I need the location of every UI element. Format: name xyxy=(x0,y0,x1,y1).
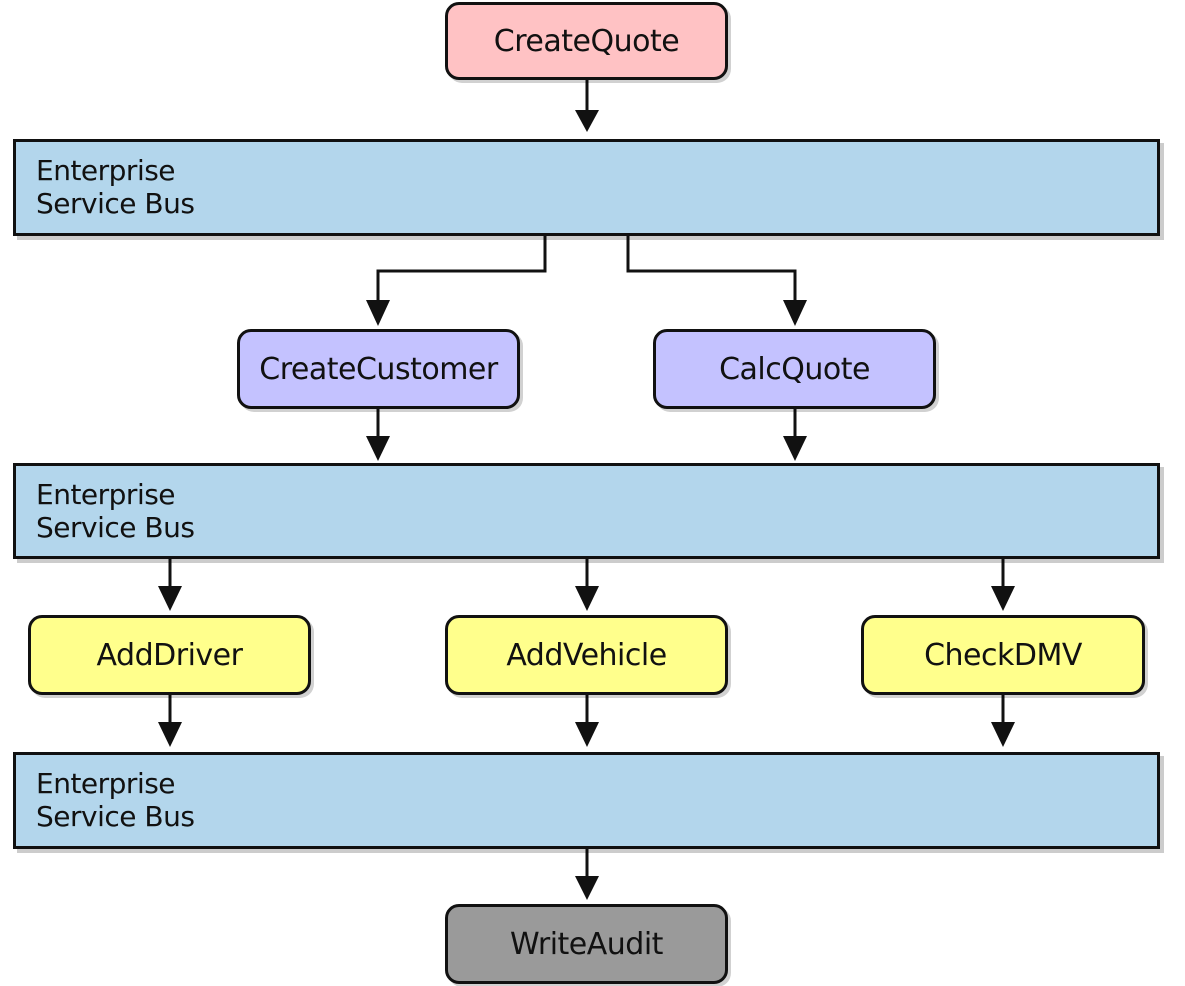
bus-1-label: Enterprise Service Bus xyxy=(36,154,195,220)
arrowhead-icon xyxy=(783,436,807,461)
enterprise-service-bus-3: Enterprise Service Bus xyxy=(13,752,1160,849)
bus-2-label: Enterprise Service Bus xyxy=(36,478,195,544)
arrowhead-icon xyxy=(575,876,599,900)
arrowhead-icon xyxy=(575,586,599,611)
node-create-quote-label: CreateQuote xyxy=(493,23,680,59)
node-write-audit: WriteAudit xyxy=(445,904,728,984)
node-create-customer-label: CreateCustomer xyxy=(259,351,498,387)
arrowhead-icon xyxy=(991,586,1015,611)
bus-1-label-line1: Enterprise xyxy=(36,154,176,187)
node-add-vehicle: AddVehicle xyxy=(445,615,728,695)
arrowhead-icon xyxy=(158,586,182,611)
arrowhead-icon xyxy=(575,110,599,132)
bus-3-label-line1: Enterprise xyxy=(36,767,176,800)
node-add-vehicle-label: AddVehicle xyxy=(506,637,667,673)
bus-2-label-line2: Service Bus xyxy=(36,511,195,544)
arrowhead-icon xyxy=(575,722,599,747)
bus-3-label: Enterprise Service Bus xyxy=(36,767,195,833)
arrowhead-icon xyxy=(158,722,182,747)
enterprise-service-bus-1: Enterprise Service Bus xyxy=(13,139,1160,236)
node-calc-quote-label: CalcQuote xyxy=(719,351,870,387)
arrowhead-icon xyxy=(991,722,1015,747)
connector-bus1-to-createcustomer xyxy=(376,235,547,302)
arrowhead-icon xyxy=(783,300,807,326)
node-write-audit-label: WriteAudit xyxy=(510,926,663,962)
connector-bus1-to-calcquote xyxy=(626,235,797,302)
bus-2-label-line1: Enterprise xyxy=(36,478,176,511)
node-check-dmv: CheckDMV xyxy=(861,615,1145,695)
node-check-dmv-label: CheckDMV xyxy=(924,637,1082,673)
node-create-customer: CreateCustomer xyxy=(237,329,520,409)
arrowhead-icon xyxy=(366,436,390,461)
enterprise-service-bus-2: Enterprise Service Bus xyxy=(13,463,1160,559)
node-create-quote: CreateQuote xyxy=(445,2,728,80)
node-add-driver-label: AddDriver xyxy=(96,637,243,673)
bus-3-label-line2: Service Bus xyxy=(36,800,195,833)
node-add-driver: AddDriver xyxy=(28,615,311,695)
arrowhead-icon xyxy=(366,300,390,326)
bus-1-label-line2: Service Bus xyxy=(36,187,195,220)
node-calc-quote: CalcQuote xyxy=(653,329,936,409)
